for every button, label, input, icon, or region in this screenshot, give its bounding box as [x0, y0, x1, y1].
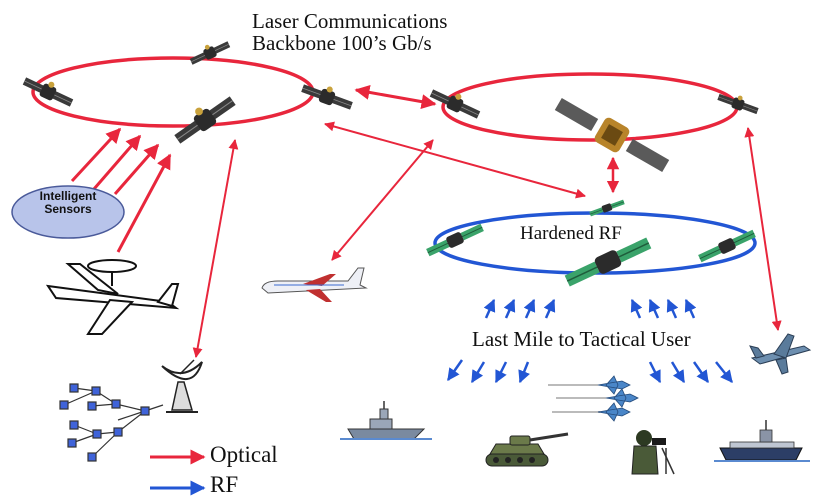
fighter-jet-icon [749, 333, 812, 375]
rf-uplink-arrow [666, 298, 679, 319]
intelligent-sensors-line-2: Sensors [44, 201, 92, 216]
intelligent-sensors-line-1: Intelligent [39, 189, 97, 203]
ship-icon [340, 401, 432, 440]
rf-downlink-arrow [446, 359, 464, 382]
laser-backbone-ring-left [31, 56, 315, 128]
ship-icon [714, 420, 810, 462]
title-line-2: Backbone 100’s Gb/s [252, 31, 432, 56]
rf-downlink-arrow [715, 361, 733, 383]
airplane-icon [261, 267, 368, 302]
optical-link-backbone [354, 84, 437, 110]
rf-downlink-arrow [470, 361, 486, 384]
rf-uplink-arrow [648, 298, 661, 319]
rf-downlink-arrow [670, 361, 686, 384]
tank-icon [485, 432, 569, 467]
network-nodes-icon [59, 383, 164, 462]
sensor-uplink-1 [70, 127, 122, 183]
sensor-uplink-2 [92, 134, 142, 190]
intelligent-sensors-node [11, 185, 125, 239]
legend-optical-label: Optical [210, 442, 278, 467]
rf-uplink-arrow [684, 298, 697, 319]
optical-link-to-ground-station [192, 139, 239, 358]
last-mile-label: Last Mile to Tactical User [472, 327, 691, 351]
rf-uplink-arrow [523, 298, 536, 319]
rf-downlink-arrow [648, 361, 662, 384]
sensor-uplink-3 [113, 143, 160, 195]
large-satellite-icon [554, 97, 670, 173]
rf-downlink-arrow [494, 361, 508, 384]
rf-uplink-arrow [503, 298, 516, 319]
satellite-icon [168, 88, 239, 148]
optical-link-to-hardened-rf [324, 121, 586, 199]
satellite-icon [187, 35, 232, 68]
intelligent-sensors-label: Intelligent Sensors [10, 190, 126, 215]
rf-uplink-arrow [483, 298, 496, 319]
diagram-title: Laser Communications Backbone 100’s Gb/s [252, 10, 447, 54]
optical-link-to-fighter [744, 127, 782, 331]
optical-link-to-airliner [331, 139, 434, 261]
rf-uplink-arrow [630, 298, 643, 319]
radar-dish-icon [161, 359, 203, 413]
hardened-rf-label: Hardened RF [520, 223, 622, 244]
rf-downlink-arrow [518, 361, 530, 384]
sensor-uplink-4 [116, 153, 172, 253]
rf-downlink-arrow [692, 361, 710, 384]
soldier-icon [631, 430, 675, 475]
awacs-aircraft-icon [45, 259, 180, 335]
title-line-1: Laser Communications [252, 9, 448, 33]
fighter-formation-icon [548, 375, 639, 422]
rf-uplink-arrow [543, 298, 556, 319]
satellite-icon [427, 82, 484, 122]
legend-rf-label: RF [210, 472, 239, 497]
